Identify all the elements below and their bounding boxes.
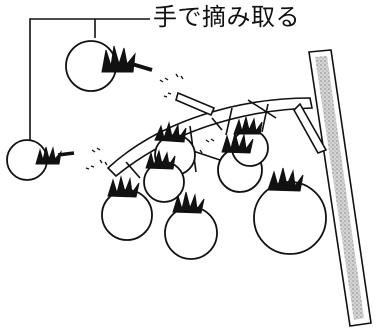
leader-lines [29,18,150,148]
picked-fruit-top [65,40,153,92]
branch [106,91,328,179]
calyx-icon [35,146,62,165]
picked-fruit-left [6,139,75,181]
annotation-label: 手で摘み取る [153,3,300,31]
motion-marks [85,73,215,170]
calyx-icon [107,116,304,214]
support-post-icon [308,49,372,327]
